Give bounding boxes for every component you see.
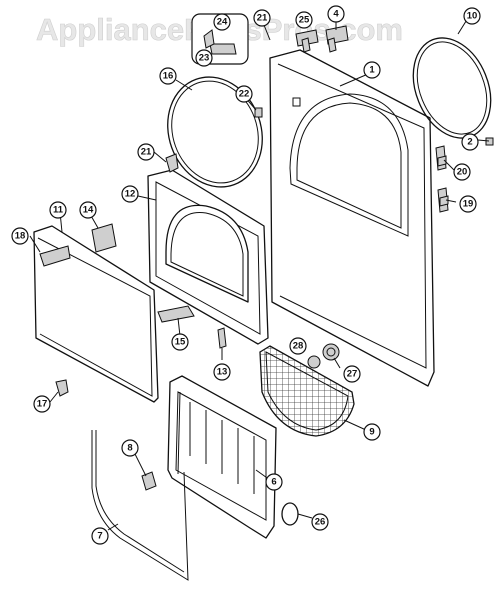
svg-text:18: 18 <box>15 231 26 242</box>
part-8-clip <box>141 471 157 491</box>
callout-20: 20 <box>453 163 471 181</box>
svg-text:22: 22 <box>239 89 250 100</box>
part-13-latch <box>217 327 227 349</box>
part-14-handle-insert <box>91 223 117 253</box>
callout-8: 8 <box>121 439 139 457</box>
callout-21-top: 21 <box>253 9 271 27</box>
callout-9: 9 <box>363 423 381 441</box>
svg-text:10: 10 <box>467 11 478 22</box>
callout-21-left: 21 <box>137 143 155 161</box>
callout-4: 4 <box>327 5 345 23</box>
svg-text:13: 13 <box>217 367 228 378</box>
callout-22: 22 <box>235 85 253 103</box>
svg-text:7: 7 <box>97 531 102 542</box>
svg-text:24: 24 <box>217 17 228 28</box>
callout-17: 17 <box>33 395 51 413</box>
callout-12: 12 <box>121 185 139 203</box>
callout-1: 1 <box>363 61 381 79</box>
svg-text:16: 16 <box>163 71 174 82</box>
callout-25: 25 <box>295 11 313 29</box>
part-9-lint-screen <box>259 345 355 437</box>
svg-text:4: 4 <box>333 9 339 20</box>
part-21-hinge-pin <box>165 153 179 173</box>
callout-28: 28 <box>289 337 307 355</box>
callout-7: 7 <box>91 527 109 545</box>
callout-13: 13 <box>213 363 231 381</box>
svg-text:11: 11 <box>53 205 64 216</box>
part-26-o-ring <box>281 502 299 526</box>
svg-text:8: 8 <box>127 443 132 454</box>
svg-text:17: 17 <box>37 399 48 410</box>
part-12-inner-door-frame <box>147 169 269 345</box>
callout-15: 15 <box>171 333 189 351</box>
callout-23: 23 <box>195 49 213 67</box>
part-11-front-door-panel <box>33 225 159 403</box>
leader-lines <box>29 17 490 531</box>
svg-text:12: 12 <box>125 189 136 200</box>
svg-text:28: 28 <box>293 341 304 352</box>
svg-text:27: 27 <box>347 369 358 380</box>
svg-text:19: 19 <box>463 199 474 210</box>
callout-27: 27 <box>343 365 361 383</box>
part-2-screw <box>485 137 494 146</box>
part-17-bumper <box>55 379 69 397</box>
part-1-outer-door-panel <box>269 49 435 387</box>
door-handle <box>39 245 71 267</box>
part-20-hinge <box>435 145 447 171</box>
callout-24: 24 <box>213 13 231 31</box>
svg-text:6: 6 <box>271 477 276 488</box>
part-27-knob <box>322 343 340 361</box>
part-15-trim-strip <box>157 305 195 323</box>
svg-text:15: 15 <box>175 337 186 348</box>
part-28-knob <box>307 355 321 369</box>
part-27-knob-inner <box>326 347 336 357</box>
svg-text:1: 1 <box>369 65 375 76</box>
part-4-hinge-bracket <box>325 25 349 53</box>
part-19-hinge <box>437 187 449 213</box>
callout-2: 2 <box>461 133 479 151</box>
part-22-clip <box>254 107 263 118</box>
svg-text:2: 2 <box>467 137 472 148</box>
part-25-hinge-bracket <box>295 29 319 53</box>
callout-26: 26 <box>311 513 329 531</box>
svg-text:26: 26 <box>315 517 326 528</box>
callout-16: 16 <box>159 67 177 85</box>
svg-text:9: 9 <box>369 427 374 438</box>
part-6-lint-duct <box>167 375 277 539</box>
callout-11: 11 <box>49 201 67 219</box>
part-7-wire-harness-outline <box>95 430 185 573</box>
svg-text:20: 20 <box>457 167 468 178</box>
svg-text:23: 23 <box>199 53 210 64</box>
callout-6: 6 <box>265 473 283 491</box>
svg-text:21: 21 <box>257 13 268 24</box>
part-7-wire-harness <box>91 430 189 581</box>
svg-text:21: 21 <box>141 147 152 158</box>
callout-14: 14 <box>79 201 97 219</box>
svg-text:25: 25 <box>299 15 310 26</box>
callout-19: 19 <box>459 195 477 213</box>
callout-18: 18 <box>11 227 29 245</box>
callout-10: 10 <box>463 7 481 25</box>
svg-text:14: 14 <box>83 205 94 216</box>
